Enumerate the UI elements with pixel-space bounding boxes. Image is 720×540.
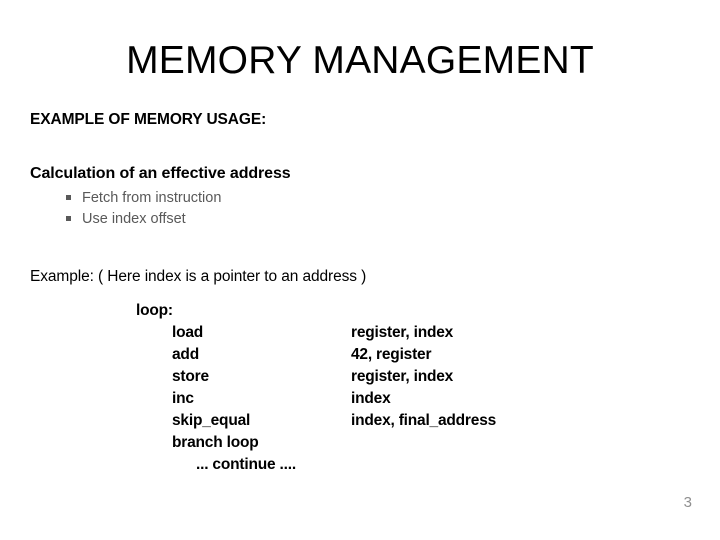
slide-body: EXAMPLE OF MEMORY USAGE: Calculation of …: [30, 110, 690, 287]
bullet-list: Fetch from instruction Use index offset: [30, 188, 690, 229]
page-title: MEMORY MANAGEMENT: [126, 39, 594, 82]
table-row: inc index: [136, 388, 496, 410]
calculation-line: Calculation of an effective address: [30, 164, 690, 184]
square-bullet-icon: [66, 215, 71, 221]
section-heading-memory-usage: EXAMPLE OF MEMORY USAGE:: [30, 111, 267, 128]
table-row: add 42, register: [136, 344, 496, 366]
code-operation: add: [172, 346, 199, 363]
spacer: [30, 130, 690, 164]
code-operand: register, index: [351, 368, 454, 385]
calculation-emphasis-text: effective address: [161, 165, 291, 182]
example-line: Example: ( Here index is a pointer to an…: [30, 268, 367, 285]
table-row: branch loop: [136, 432, 496, 454]
square-bullet-icon: [66, 195, 71, 200]
table-row: store register, index: [136, 366, 496, 388]
code-continue-line: ... continue ....: [136, 454, 496, 476]
calculation-lead-text: Calculation of an: [30, 165, 162, 182]
list-item-label: Use index offset: [82, 210, 186, 227]
code-operation: skip_equal: [172, 412, 251, 429]
code-continue-label: ... continue ....: [196, 456, 296, 473]
page-number: 3: [683, 494, 692, 511]
code-operation: load: [172, 324, 204, 341]
table-row: load register, index: [136, 322, 496, 344]
code-operand: index, final_address: [351, 412, 497, 429]
code-operand: 42, register: [351, 346, 432, 363]
code-operation: store: [172, 368, 209, 385]
table-row: skip_equal index, final_address: [136, 410, 496, 432]
code-row: loop:: [136, 300, 496, 322]
list-item: Fetch from instruction: [30, 188, 690, 209]
code-operation: inc: [172, 390, 194, 407]
list-item: Use index offset: [30, 209, 690, 230]
code-label: loop:: [136, 302, 173, 319]
code-operand: register, index: [351, 324, 454, 341]
list-item-label: Fetch from instruction: [82, 190, 222, 206]
code-operand: index: [351, 390, 391, 407]
code-listing: loop: load register, index add 42, registe…: [136, 300, 496, 476]
spacer: [30, 229, 690, 267]
code-operation: branch loop: [172, 434, 259, 451]
